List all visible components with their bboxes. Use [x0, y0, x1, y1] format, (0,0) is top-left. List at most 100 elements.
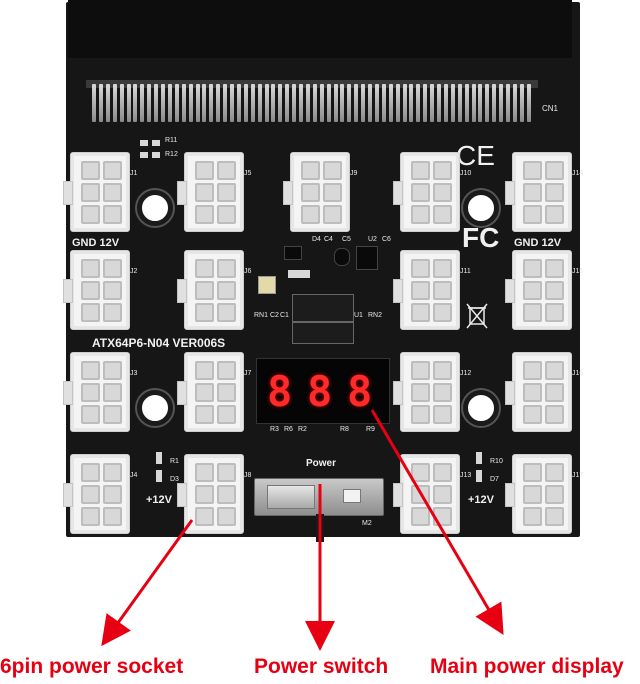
socket-pin-cavity [81, 281, 100, 300]
header-pin [381, 84, 386, 122]
c6-label: C6 [382, 236, 391, 243]
6pin-power-socket [393, 152, 460, 232]
capacitor-c5 [334, 248, 350, 266]
cn1-label: CN1 [542, 104, 559, 113]
header-pin [312, 84, 317, 122]
socket-pin-cavity [81, 303, 100, 322]
socket-pin-cavity [411, 281, 430, 300]
socket-pin-cavity [195, 183, 214, 202]
socket-pin-cavity [301, 161, 320, 180]
socket-label: J12 [460, 370, 472, 377]
socket-pin-cavity [195, 405, 214, 424]
socket-pin-cavity [411, 303, 430, 322]
socket-pin-cavity [433, 303, 452, 322]
socket-pin-cavity [523, 259, 542, 278]
header-pin [443, 84, 448, 122]
r3-label: R3 [270, 426, 279, 433]
socket-pin-cavity [323, 205, 342, 224]
header-pin [98, 84, 103, 122]
header-pin [223, 84, 228, 122]
header-pin [167, 84, 172, 122]
mounting-hole [137, 390, 173, 426]
socket-pin-cavity [523, 507, 542, 526]
socket-pin-cavity [411, 463, 430, 482]
socket-pin-cavity [545, 507, 564, 526]
mounting-hole [137, 190, 173, 226]
socket-pin-cavity [433, 361, 452, 380]
socket-pin-cavity [411, 205, 430, 224]
header-pin [264, 84, 269, 122]
socket-latch [63, 381, 73, 405]
socket-pin-cavity [81, 485, 100, 504]
header-pin [499, 84, 504, 122]
u1-label: U1 [354, 312, 363, 319]
socket-pin-cavity [433, 405, 452, 424]
pin-header-base [86, 80, 538, 88]
socket-pin-cavity [103, 259, 122, 278]
socket-pin-cavity [217, 405, 236, 424]
c1-label: C1 [280, 312, 289, 319]
r8-label: R8 [340, 426, 349, 433]
power-switch-knob[interactable] [267, 485, 315, 509]
6pin-power-socket [393, 352, 460, 432]
socket-pin-cavity [195, 205, 214, 224]
socket-pin-cavity [195, 463, 214, 482]
socket-pin-cavity [545, 463, 564, 482]
trimmer-potentiometer [258, 276, 276, 294]
socket-pin-cavity [217, 161, 236, 180]
socket-label: J2 [130, 268, 138, 275]
socket-pin-cavity [81, 361, 100, 380]
socket-label: J4 [130, 472, 138, 479]
gnd-12v-left-label: GND 12V [72, 237, 120, 249]
header-pin [506, 84, 510, 122]
socket-label: J5 [244, 170, 252, 177]
m2-label: M2 [362, 520, 372, 527]
header-pin [347, 84, 352, 122]
header-pin [243, 84, 248, 122]
socket-pin-cavity [433, 383, 452, 402]
socket-pin-cavity [195, 361, 214, 380]
socket-pin-cavity [301, 183, 320, 202]
fcc-mark: FC [462, 222, 500, 253]
board-model-label: ATX64P6-N04 VER006S [92, 336, 226, 350]
header-pin [285, 84, 290, 122]
header-pin [250, 84, 255, 122]
header-pin [388, 84, 393, 122]
mounting-hole [463, 190, 499, 226]
socket-pin-cavity [217, 361, 236, 380]
socket-pin-cavity [103, 405, 122, 424]
socket-latch [283, 181, 293, 205]
socket-latch [177, 279, 187, 303]
socket-pin-cavity [545, 383, 564, 402]
header-pin [368, 84, 372, 122]
pin-header [92, 84, 532, 122]
socket-pin-cavity [195, 161, 214, 180]
socket-pin-cavity [545, 361, 564, 380]
6pin-power-socket [63, 152, 130, 232]
r10-label: R10 [490, 458, 503, 465]
socket-pin-cavity [411, 383, 430, 402]
header-pin [471, 84, 476, 122]
voltage-display: 8 8 8 [256, 358, 390, 424]
d4-label: D4 [312, 236, 321, 243]
6pin-power-socket [177, 250, 244, 330]
header-pin [133, 84, 138, 122]
socket-label: J8 [244, 472, 252, 479]
regulator-u2 [356, 246, 378, 270]
socket-latch [177, 483, 187, 507]
socket-pin-cavity [411, 183, 430, 202]
socket-label: J15 [572, 268, 584, 275]
header-pin [216, 84, 221, 122]
smd-r10 [476, 452, 482, 464]
socket-pin-cavity [103, 463, 122, 482]
socket-pin-cavity [81, 161, 100, 180]
socket-latch [177, 381, 187, 405]
header-pin [112, 84, 117, 122]
header-pin [409, 84, 414, 122]
header-pin [512, 84, 517, 122]
header-pin [430, 84, 435, 122]
socket-pin-cavity [523, 463, 542, 482]
socket-latch [177, 181, 187, 205]
d3-label: D3 [170, 476, 179, 483]
plus12v-left-label: +12V [146, 494, 172, 506]
